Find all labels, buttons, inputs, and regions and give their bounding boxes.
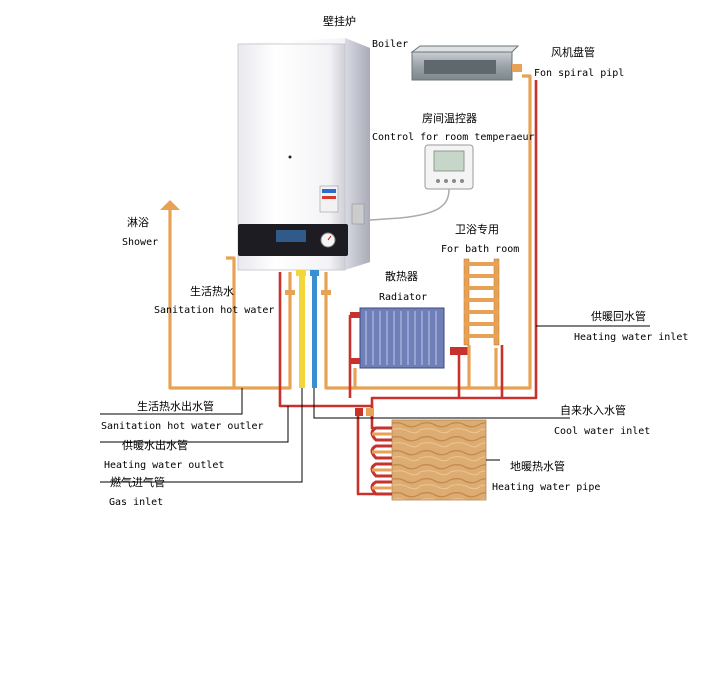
sanitation-label-cn: 生活热水 xyxy=(190,285,234,298)
heating-inlet-label-en: Heating water inlet xyxy=(574,332,689,343)
cold-water-pipe xyxy=(312,272,317,388)
boiler-fittings xyxy=(285,270,374,416)
leader-lines xyxy=(100,325,650,483)
floor-heating xyxy=(370,419,487,501)
heating-inlet-label-cn: 供暖回水管 xyxy=(591,310,646,323)
floor-heating-label-cn: 地暖热水管 xyxy=(510,460,565,473)
panel-radiator xyxy=(350,307,445,369)
gas-inlet-label-cn: 燃气进气管 xyxy=(110,476,165,489)
cool-inlet-label-en: Cool water inlet xyxy=(554,426,651,437)
room-control-label-cn: 房间温控器 xyxy=(422,112,477,125)
boiler-label-cn: 壁挂炉 xyxy=(323,15,356,28)
fan-coil-label-en: Fon spiral pipl xyxy=(534,68,625,79)
room-thermostat xyxy=(369,144,474,221)
room-control-label-en: Control for room temperaeur xyxy=(372,132,535,143)
heating-outlet-label-cn: 供暖水出水管 xyxy=(122,439,188,452)
gas-inlet-label-en: Gas inlet xyxy=(109,497,164,508)
fan-coil-unit xyxy=(410,45,522,81)
heating-outlet-label-en: Heating water outlet xyxy=(104,460,225,471)
bath-label-cn: 卫浴专用 xyxy=(455,223,499,236)
sanitation-outlet-label-en: Sanitation hot water outler xyxy=(101,421,264,432)
towel-radiator xyxy=(450,258,500,355)
fan-coil-label-cn: 风机盘管 xyxy=(551,46,595,59)
hot-water-pipes xyxy=(168,74,532,390)
sanitation-outlet-label-cn: 生活热水出水管 xyxy=(137,400,214,413)
radiator-label-en: Radiator xyxy=(379,292,428,303)
sanitation-label-en: Sanitation hot water xyxy=(154,305,275,316)
shower-label-cn: 淋浴 xyxy=(127,216,149,229)
floor-heating-label-en: Heating water pipe xyxy=(492,482,601,493)
shower-label-en: Shower xyxy=(122,237,159,248)
cool-inlet-label-cn: 自来水入水管 xyxy=(560,404,626,417)
bath-label-en: For bath room xyxy=(441,244,520,255)
boiler-label-en: Boiler xyxy=(372,39,409,50)
radiator-label-cn: 散热器 xyxy=(385,270,418,283)
boiler xyxy=(237,38,370,271)
gas-pipe xyxy=(299,272,305,388)
